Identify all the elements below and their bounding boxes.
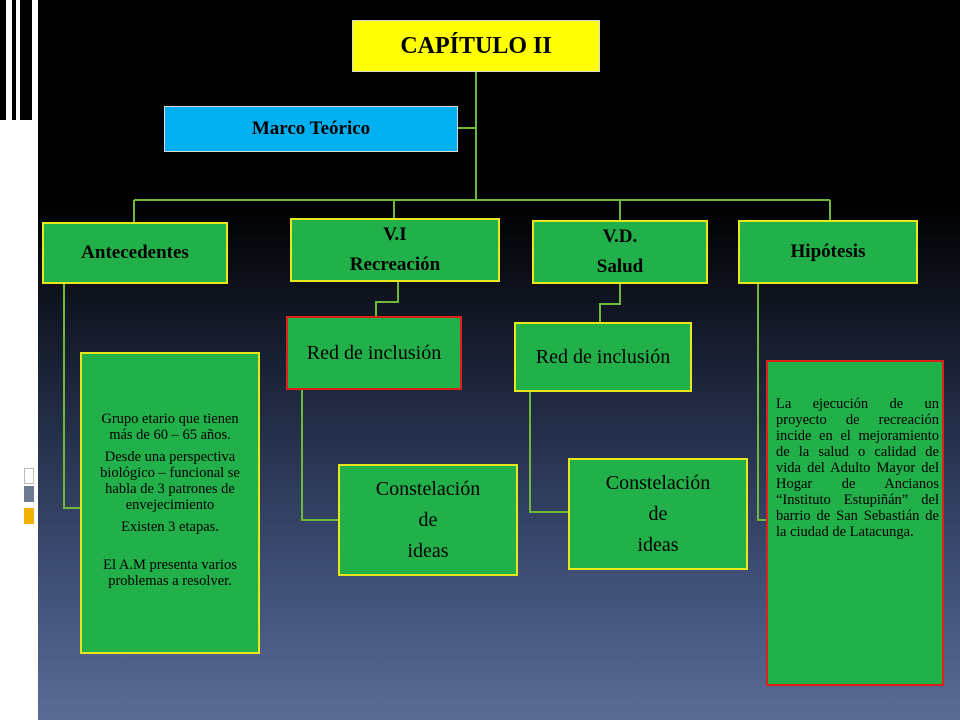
constelacion-vi-line3: ideas — [407, 539, 449, 562]
connector-vd-constelacion — [529, 392, 570, 513]
connector-vi-red — [375, 282, 399, 316]
slide-canvas: CAPÍTULO II Marco Teórico Antecedentes V… — [38, 0, 960, 720]
branch-hipotesis-label: Hipótesis — [790, 241, 866, 262]
constelacion-vd-line3: ideas — [637, 533, 679, 556]
branch-vi-line2: Recreación — [349, 254, 441, 275]
branch-vi: V.I Recreación — [290, 218, 500, 282]
antecedentes-text-3: Existen 3 etapas. — [121, 519, 219, 535]
red-inclusion-vd-label: Red de inclusión — [535, 345, 671, 368]
constelacion-vi-line2: de — [418, 508, 438, 531]
hipotesis-note: La ejecución de un proyecto de recreació… — [766, 360, 944, 686]
hipotesis-text: La ejecución de un proyecto de recreació… — [776, 396, 939, 540]
section-label: Marco Teórico — [251, 118, 371, 139]
constelacion-vi-line1: Constelación — [375, 477, 481, 500]
constelacion-vi: Constelación de ideas — [338, 464, 518, 576]
branch-antecedentes-label: Antecedentes — [81, 242, 189, 263]
logo-square — [24, 486, 34, 502]
logo-bar — [12, 0, 16, 120]
branch-vd-line2: Salud — [596, 256, 644, 277]
branch-vi-line1: V.I — [383, 224, 407, 245]
red-inclusion-vi-label: Red de inclusión — [306, 341, 442, 364]
red-inclusion-vi: Red de inclusión — [286, 316, 462, 390]
section-node: Marco Teórico — [164, 106, 458, 152]
logo-bar — [0, 0, 6, 120]
logo-strip — [0, 0, 38, 720]
connector-hipotesis-note — [757, 284, 768, 521]
branch-vd: V.D. Salud — [532, 220, 708, 284]
connector-lines — [63, 72, 831, 521]
logo-square — [24, 468, 34, 484]
logo-bar — [20, 0, 32, 120]
antecedentes-text-4: El A.M presenta varios problemas a resol… — [103, 557, 237, 589]
branch-vd-line1: V.D. — [602, 226, 638, 247]
logo-square — [24, 508, 34, 524]
antecedentes-text-2: Desde una perspectiva biológico – funcio… — [100, 449, 240, 513]
constelacion-vd-line2: de — [648, 502, 668, 525]
antecedentes-note: Grupo etario que tienen más de 60 – 65 a… — [80, 352, 260, 654]
connector-antecedentes-note — [63, 284, 80, 509]
connector-vi-constelacion — [301, 390, 340, 521]
constelacion-vd: Constelación de ideas — [568, 458, 748, 570]
branch-hipotesis: Hipótesis — [738, 220, 918, 284]
root-node: CAPÍTULO II — [352, 20, 600, 72]
constelacion-vd-line1: Constelación — [605, 471, 711, 494]
antecedentes-text-1: Grupo etario que tienen más de 60 – 65 a… — [101, 411, 239, 443]
root-label: CAPÍTULO II — [400, 32, 552, 59]
connector-vd-red — [599, 284, 621, 322]
branch-antecedentes: Antecedentes — [42, 222, 228, 284]
red-inclusion-vd: Red de inclusión — [514, 322, 692, 392]
